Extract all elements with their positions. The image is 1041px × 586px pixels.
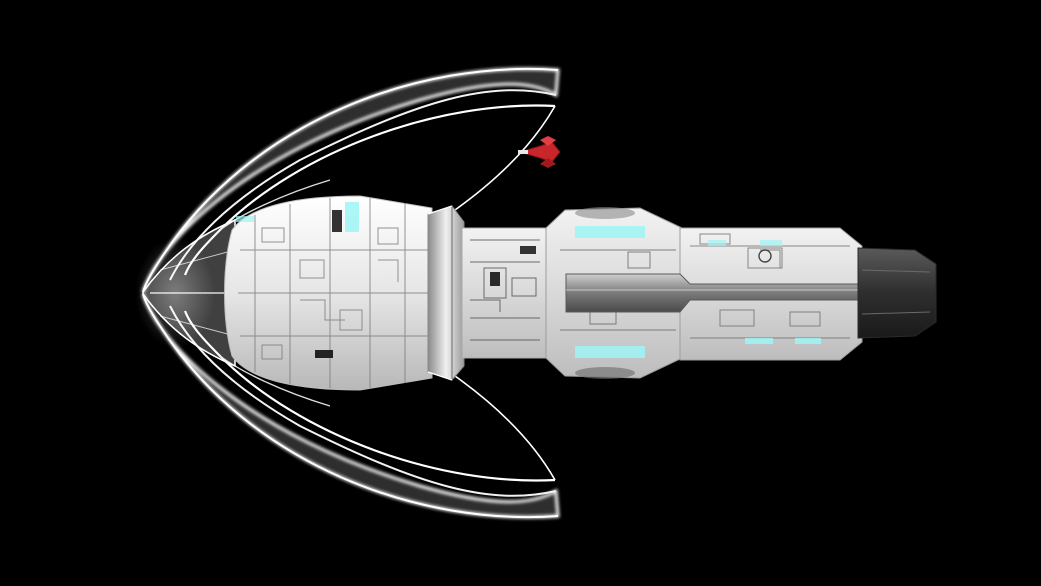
curved-fins	[135, 67, 560, 519]
engine-nacelle	[857, 247, 937, 339]
command-pod	[224, 195, 433, 391]
escort-craft	[518, 136, 561, 168]
neck-collar	[427, 205, 465, 381]
neck-section	[461, 227, 549, 359]
